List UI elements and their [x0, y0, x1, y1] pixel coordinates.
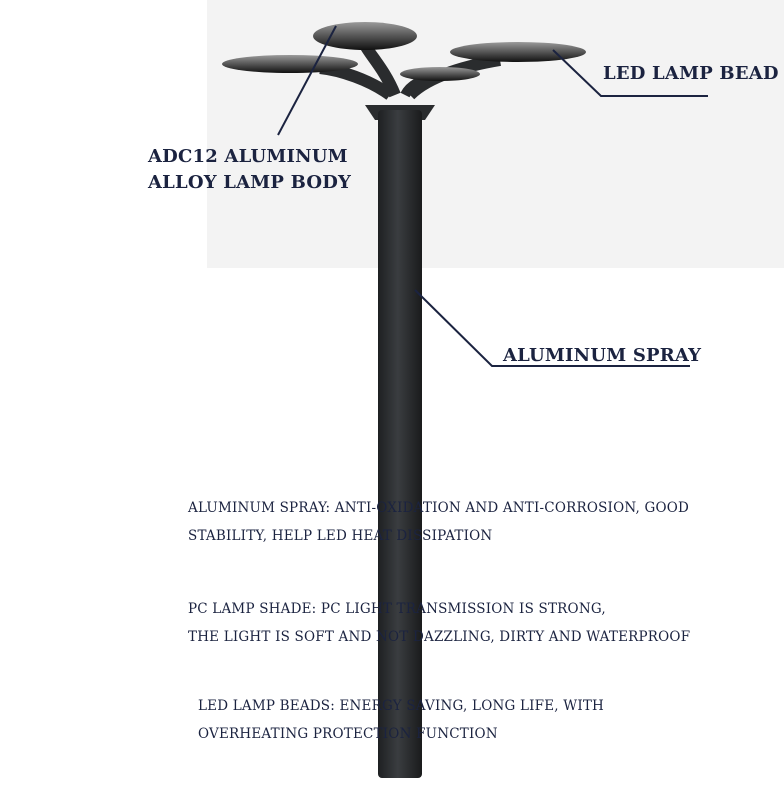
description-pc-lamp-shade: PC LAMP SHADE: PC LIGHT TRANSMISSION IS … [188, 595, 690, 651]
description-line: LED LAMP BEADS: ENERGY SAVING, LONG LIFE… [198, 698, 605, 714]
description-line: STABILITY, HELP LED HEAT DISSIPATION [188, 528, 493, 544]
label-lamp-body-line1: ADC12 ALUMINUM [148, 146, 348, 167]
description-line: ALUMINUM SPRAY: ANTI-OXIDATION AND ANTI-… [188, 500, 690, 516]
description-aluminum-spray: ALUMINUM SPRAY: ANTI-OXIDATION AND ANTI-… [188, 494, 689, 550]
pole [378, 110, 422, 778]
lamp-disc-top [313, 22, 417, 50]
description-line: PC LAMP SHADE: PC LIGHT TRANSMISSION IS … [188, 601, 606, 617]
label-lamp-body: ADC12 ALUMINUM ALLOY LAMP BODY [148, 144, 351, 196]
description-line: OVERHEATING PROTECTION FUNCTION [198, 726, 498, 742]
lamp-disc-left [222, 55, 358, 73]
label-aluminum-spray: ALUMINUM SPRAY [503, 345, 702, 366]
label-lamp-body-line2: ALLOY LAMP BODY [148, 172, 352, 193]
lamp-disc-right [450, 42, 586, 62]
label-lamp-bead: LED LAMP BEAD [603, 63, 779, 84]
description-line: THE LIGHT IS SOFT AND NOT DAZZLING, DIRT… [188, 629, 691, 645]
leader-lines [277, 25, 708, 367]
description-led-lamp-beads: LED LAMP BEADS: ENERGY SAVING, LONG LIFE… [198, 692, 604, 748]
lamp-disc-middle [400, 67, 480, 81]
